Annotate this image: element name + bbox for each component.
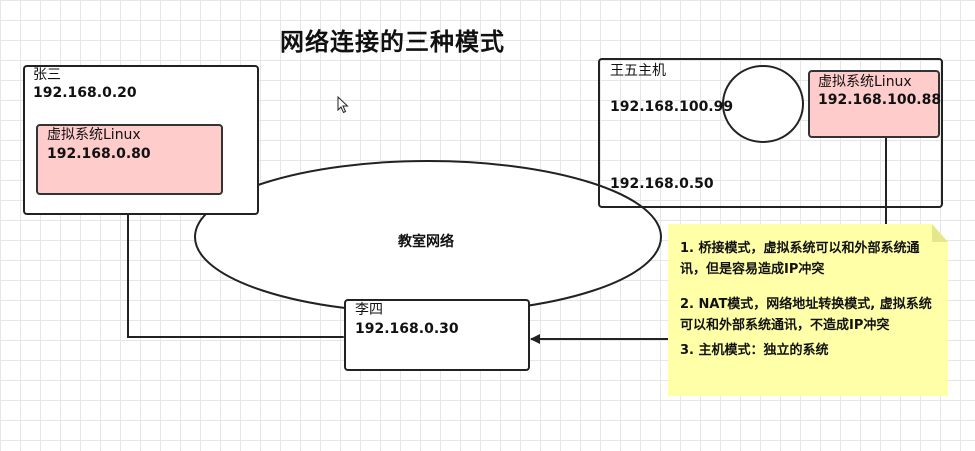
lisi-ip: 192.168.0.30 — [355, 321, 459, 337]
mouse-cursor-icon — [337, 96, 349, 114]
diagram-title: 网络连接的三种模式 — [280, 28, 505, 56]
wangwu-vm-box — [808, 70, 940, 138]
wangwu-vm-ip: 192.168.100.88 — [818, 92, 942, 108]
network-modes-note: 1. 桥接模式，虚拟系统可以和外部系统通讯，但是容易造成IP冲突 2. NAT模… — [668, 224, 948, 396]
lisi-host-box — [344, 299, 530, 371]
wangwu-name: 王五主机 — [610, 63, 666, 79]
note-folded-corner — [932, 224, 948, 242]
wangwu-host-only-ip: 192.168.100.99 — [610, 99, 734, 115]
wangwu-vm-name: 虚拟系统Linux — [818, 74, 912, 90]
lisi-name: 李四 — [355, 302, 383, 318]
zhangsan-vm-ip: 192.168.0.80 — [47, 146, 151, 162]
zhangsan-name: 张三 — [33, 67, 61, 83]
zhangsan-vm-box — [36, 124, 223, 195]
note-nat-mode: 2. NAT模式，网络地址转换模式, 虚拟系统可以和外部系统通讯，不造成IP冲突 — [680, 297, 932, 333]
classroom-network-label: 教室网络 — [398, 234, 454, 250]
note-host-mode: 3. 主机模式：独立的系统 — [680, 343, 829, 358]
zhangsan-ip: 192.168.0.20 — [33, 85, 137, 101]
note-bridge-mode: 1. 桥接模式，虚拟系统可以和外部系统通讯，但是容易造成IP冲突 — [680, 241, 920, 277]
wangwu-host-box — [598, 58, 943, 208]
zhangsan-vm-name: 虚拟系统Linux — [47, 127, 141, 143]
wangwu-lan-ip: 192.168.0.50 — [610, 176, 714, 192]
edge-lisi-zhangsan-vm — [123, 196, 352, 342]
